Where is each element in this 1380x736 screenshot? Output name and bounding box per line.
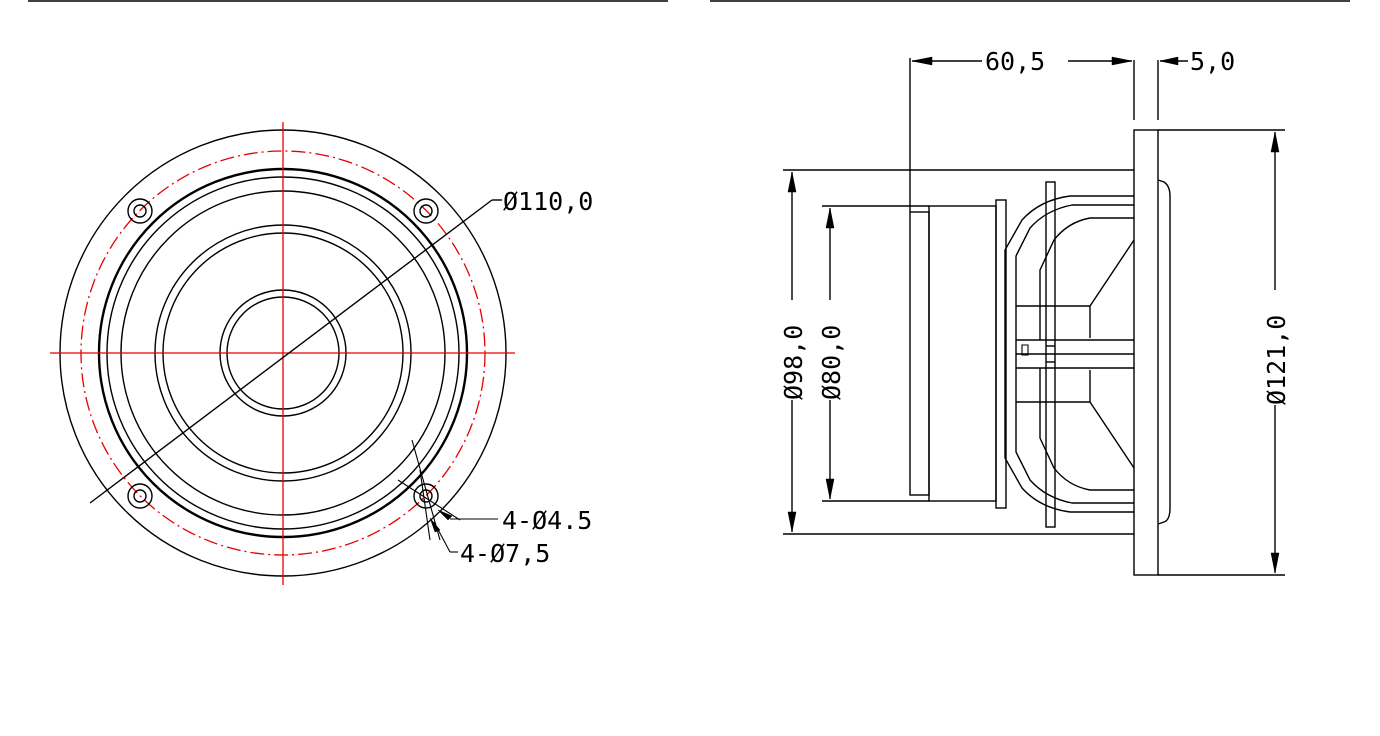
side-view: Ø98,0 Ø80,0 Ø121,0 60,5 5,0 — [779, 47, 1291, 576]
dim-50-arrow-right — [1159, 56, 1179, 66]
hole-leader-c — [419, 469, 431, 541]
basket-upper-inner — [1015, 204, 1134, 354]
gasket-lip — [1157, 179, 1171, 525]
mounting-hole-bottom-right — [413, 483, 439, 509]
basket-spoke-top — [1039, 217, 1134, 340]
basket-lower-outline — [1004, 354, 1134, 513]
diameter-110-leader — [89, 199, 493, 504]
mounting-hole-top-left — [127, 198, 153, 224]
cone-profile-bottom — [1089, 401, 1135, 469]
basket-spoke-bottom — [1039, 368, 1134, 491]
dim-605-arrow-right — [1111, 56, 1133, 66]
dim-605-arrow-left — [911, 56, 933, 66]
dim-98-arrow-top — [787, 171, 797, 193]
dim-605-label: 60,5 — [985, 47, 1045, 76]
dim-121-arrow-bottom — [1270, 552, 1280, 574]
magnet-body — [928, 205, 997, 502]
hole-count-inner-label: 4-Ø4.5 — [502, 506, 592, 535]
basket-lower-inner — [1015, 354, 1134, 504]
hole-leader-outer-arrow — [429, 517, 441, 533]
hole-count-outer-label: 4-Ø7,5 — [460, 539, 550, 568]
front-view: Ø110,0 4-Ø4.5 4-Ø7,5 — [50, 122, 593, 585]
dim-80-arrow-top — [825, 207, 835, 229]
hole-leader-inner-arrow — [437, 509, 453, 521]
dim-80-arrow-bottom — [825, 478, 835, 500]
mounting-hole-top-right — [413, 198, 439, 224]
dim-50-label: 5,0 — [1190, 47, 1235, 76]
dim-121-label: Ø121,0 — [1262, 315, 1291, 405]
dim-80-label: Ø80,0 — [817, 325, 846, 400]
diameter-110-label: Ø110,0 — [503, 187, 593, 216]
dim-121-arrow-top — [1270, 131, 1280, 153]
hole-leader-b — [397, 479, 461, 521]
dim-98-arrow-bottom — [787, 511, 797, 533]
cone-profile-top — [1089, 239, 1135, 307]
dim-98-label: Ø98,0 — [779, 325, 808, 400]
mounting-flange — [1133, 129, 1159, 576]
magnet-back-plate — [909, 211, 930, 496]
mounting-hole-bottom-left — [127, 483, 153, 509]
lead-wire — [1021, 344, 1029, 356]
basket-upper-outline — [1004, 195, 1134, 354]
mounting-bar — [1045, 181, 1056, 528]
